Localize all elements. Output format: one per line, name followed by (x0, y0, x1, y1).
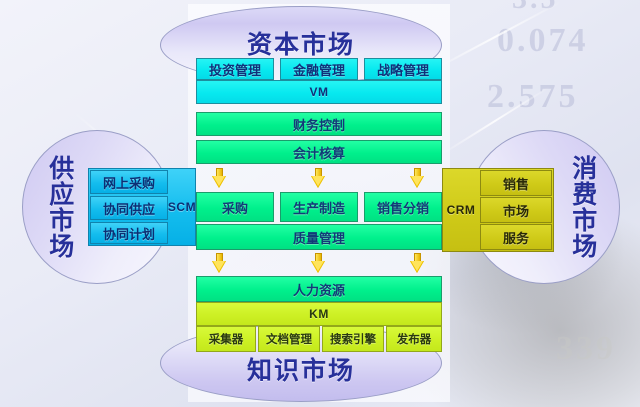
market-label-consumer: 消费市场 (568, 155, 597, 259)
erp-item-0[interactable]: 采购 (196, 192, 274, 222)
human-resources[interactable]: 人力资源 (196, 276, 442, 302)
market-label-knowledge: 知识市场 (246, 357, 355, 385)
market-label-supply: 供应市场 (45, 155, 74, 259)
flow-arrow-down-icon (212, 253, 227, 273)
flow-arrow-down-icon (311, 168, 326, 188)
flow-arrow-down-icon (410, 253, 425, 273)
scm-item-0[interactable]: 网上采购 (90, 170, 168, 194)
flow-arrow-down-icon (212, 168, 227, 188)
flow-arrow-down-icon (311, 253, 326, 273)
finance-control[interactable]: 财务控制 (196, 112, 442, 136)
km-item-1[interactable]: 文档管理 (258, 326, 320, 352)
flow-arrow-down-icon (410, 168, 425, 188)
accounting[interactable]: 会计核算 (196, 140, 442, 164)
vm-item-1[interactable]: 金融管理 (280, 58, 358, 80)
scm-item-1[interactable]: 协同供应 (90, 196, 168, 220)
km-system-label: KM (196, 302, 442, 326)
vm-item-2[interactable]: 战略管理 (364, 58, 442, 80)
background-numeral-4: 339 (556, 330, 616, 367)
scm-item-2[interactable]: 协同计划 (90, 222, 168, 244)
vm-item-0[interactable]: 投资管理 (196, 58, 274, 80)
km-item-2[interactable]: 搜索引擎 (322, 326, 384, 352)
crm-item-0[interactable]: 销售 (480, 170, 552, 196)
km-item-3[interactable]: 发布器 (386, 326, 442, 352)
km-item-0[interactable]: 采集器 (196, 326, 256, 352)
crm-item-2[interactable]: 服务 (480, 224, 552, 250)
erp-item-1[interactable]: 生产制造 (280, 192, 358, 222)
erp-item-2[interactable]: 销售分销 (364, 192, 442, 222)
scm-system-label: SCM (167, 200, 197, 214)
quality-management[interactable]: 质量管理 (196, 224, 442, 250)
crm-system-label: CRM (446, 203, 476, 217)
market-label-capital: 资本市场 (246, 31, 355, 59)
vm-system-label: VM (196, 80, 442, 104)
crm-item-1[interactable]: 市场 (480, 197, 552, 223)
